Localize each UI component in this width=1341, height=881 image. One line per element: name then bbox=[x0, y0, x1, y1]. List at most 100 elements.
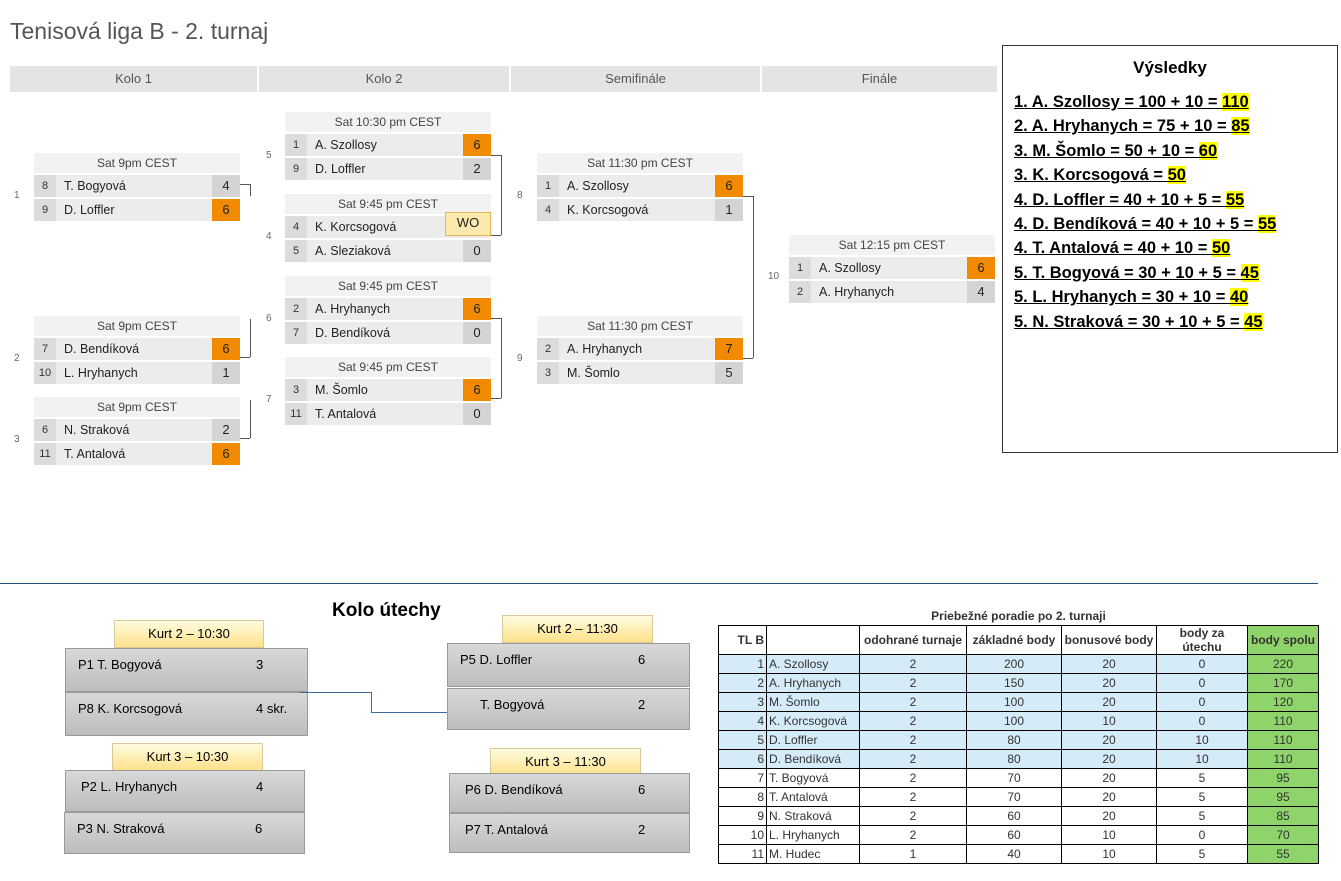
player-name: A. Hryhanych bbox=[819, 285, 895, 299]
table-cell: 5 bbox=[718, 730, 767, 750]
result-text: 4. T. Antalová = 40 + 10 = bbox=[1014, 239, 1212, 258]
table-cell: 0 bbox=[1156, 711, 1248, 731]
player-name: K. Korcsogová bbox=[567, 203, 649, 217]
result-total: 40 bbox=[1230, 288, 1249, 307]
player-name: M. Šomlo bbox=[567, 366, 620, 380]
score: 1 bbox=[715, 199, 743, 221]
table-cell: 4 bbox=[718, 711, 767, 731]
match-number: 10 bbox=[768, 271, 780, 282]
table-cell: 170 bbox=[1247, 673, 1319, 693]
score: 7 bbox=[715, 338, 743, 360]
table-cell: 2 bbox=[859, 654, 967, 674]
table-cell: 5 bbox=[1156, 787, 1248, 807]
result-total: 55 bbox=[1257, 214, 1277, 233]
player-name: A. Hryhanych bbox=[567, 342, 643, 356]
seed: 1 bbox=[789, 257, 811, 279]
page-title: Tenisová liga B - 2. turnaj bbox=[10, 18, 269, 44]
table-cell: 1 bbox=[859, 844, 967, 864]
score: 5 bbox=[715, 362, 743, 384]
table-cell: 110 bbox=[1247, 749, 1319, 769]
col-header: základné body bbox=[966, 625, 1062, 655]
match-time: Sat 9:45 pm CEST bbox=[285, 357, 491, 377]
table-cell: 200 bbox=[966, 654, 1062, 674]
bracket-line bbox=[240, 184, 250, 185]
table-cell: 2 bbox=[859, 825, 967, 845]
table-cell: 10 bbox=[1061, 844, 1157, 864]
result-text: 1. A. Szollosy = 100 + 10 = bbox=[1014, 93, 1223, 111]
result-text: 5. L. Hryhanych = 30 + 10 = bbox=[1014, 288, 1230, 307]
result-text: 5. N. Straková = 30 + 10 + 5 = bbox=[1014, 312, 1245, 331]
seed: 6 bbox=[34, 419, 56, 441]
col-header: TL B bbox=[718, 625, 767, 655]
consolation-player-box: P3 N. Straková 6 bbox=[64, 812, 305, 854]
score: 6 bbox=[967, 257, 995, 279]
col-header: bonusové body bbox=[1061, 625, 1157, 655]
match-time: Sat 9:45 pm CEST bbox=[285, 194, 491, 214]
standings-table: Priebežné poradie po 2. turnaji TL B odo… bbox=[718, 607, 1319, 864]
result-total: 50 bbox=[1167, 166, 1186, 185]
table-cell: 3 bbox=[718, 692, 767, 712]
match-time: Sat 9pm CEST bbox=[34, 153, 240, 173]
player-score: 4 skr. bbox=[256, 701, 288, 716]
seed: 5 bbox=[285, 240, 307, 262]
table-cell: M. Šomlo bbox=[766, 692, 860, 712]
table-cell: 20 bbox=[1061, 673, 1157, 693]
player-name: T. Bogyová bbox=[64, 179, 126, 193]
seed: 10 bbox=[34, 362, 56, 384]
result-text: 3. K. Korcsogová = bbox=[1014, 166, 1168, 185]
result-text: 3. M. Šomlo = 50 + 10 = bbox=[1014, 141, 1199, 160]
match-time: Sat 11:30 pm CEST bbox=[537, 153, 743, 173]
table-cell: T. Bogyová bbox=[766, 768, 860, 788]
result-line: 4. D. Loffler = 40 + 10 + 5 = 55 bbox=[1014, 188, 1337, 212]
match-number: 1 bbox=[14, 190, 20, 201]
table-cell: 0 bbox=[1156, 654, 1248, 674]
standings-caption: Priebežné poradie po 2. turnaji bbox=[931, 609, 1106, 623]
result-total: 55 bbox=[1225, 190, 1245, 209]
match-number: 9 bbox=[517, 353, 523, 364]
results-title: Výsledky bbox=[1133, 58, 1207, 77]
result-line: 4. T. Antalová = 40 + 10 = 50 bbox=[1014, 236, 1337, 260]
table-cell: L. Hryhanych bbox=[766, 825, 860, 845]
bracket-line bbox=[250, 400, 251, 438]
table-cell: 95 bbox=[1247, 768, 1319, 788]
score: 2 bbox=[212, 419, 240, 441]
consolation-player-box: P6 D. Bendíková 6 bbox=[449, 773, 690, 813]
score: 4 bbox=[212, 175, 240, 197]
player-name: A. Szollosy bbox=[567, 179, 629, 193]
table-cell: 0 bbox=[1156, 825, 1248, 845]
table-cell: 80 bbox=[966, 749, 1062, 769]
player-name: L. Hryhanych bbox=[64, 366, 138, 380]
player-score: 4 bbox=[256, 779, 264, 794]
table-cell: 60 bbox=[966, 806, 1062, 826]
result-text: 2. A. Hryhanych = 75 + 10 = bbox=[1014, 117, 1232, 136]
bracket-line bbox=[743, 358, 753, 359]
bracket-line bbox=[250, 184, 251, 196]
seed: 9 bbox=[34, 199, 56, 221]
table-cell: 70 bbox=[966, 787, 1062, 807]
player-label: P7 T. Antalová bbox=[465, 822, 548, 837]
result-line: 1. A. Szollosy = 100 + 10 = 110 bbox=[1014, 90, 1337, 114]
